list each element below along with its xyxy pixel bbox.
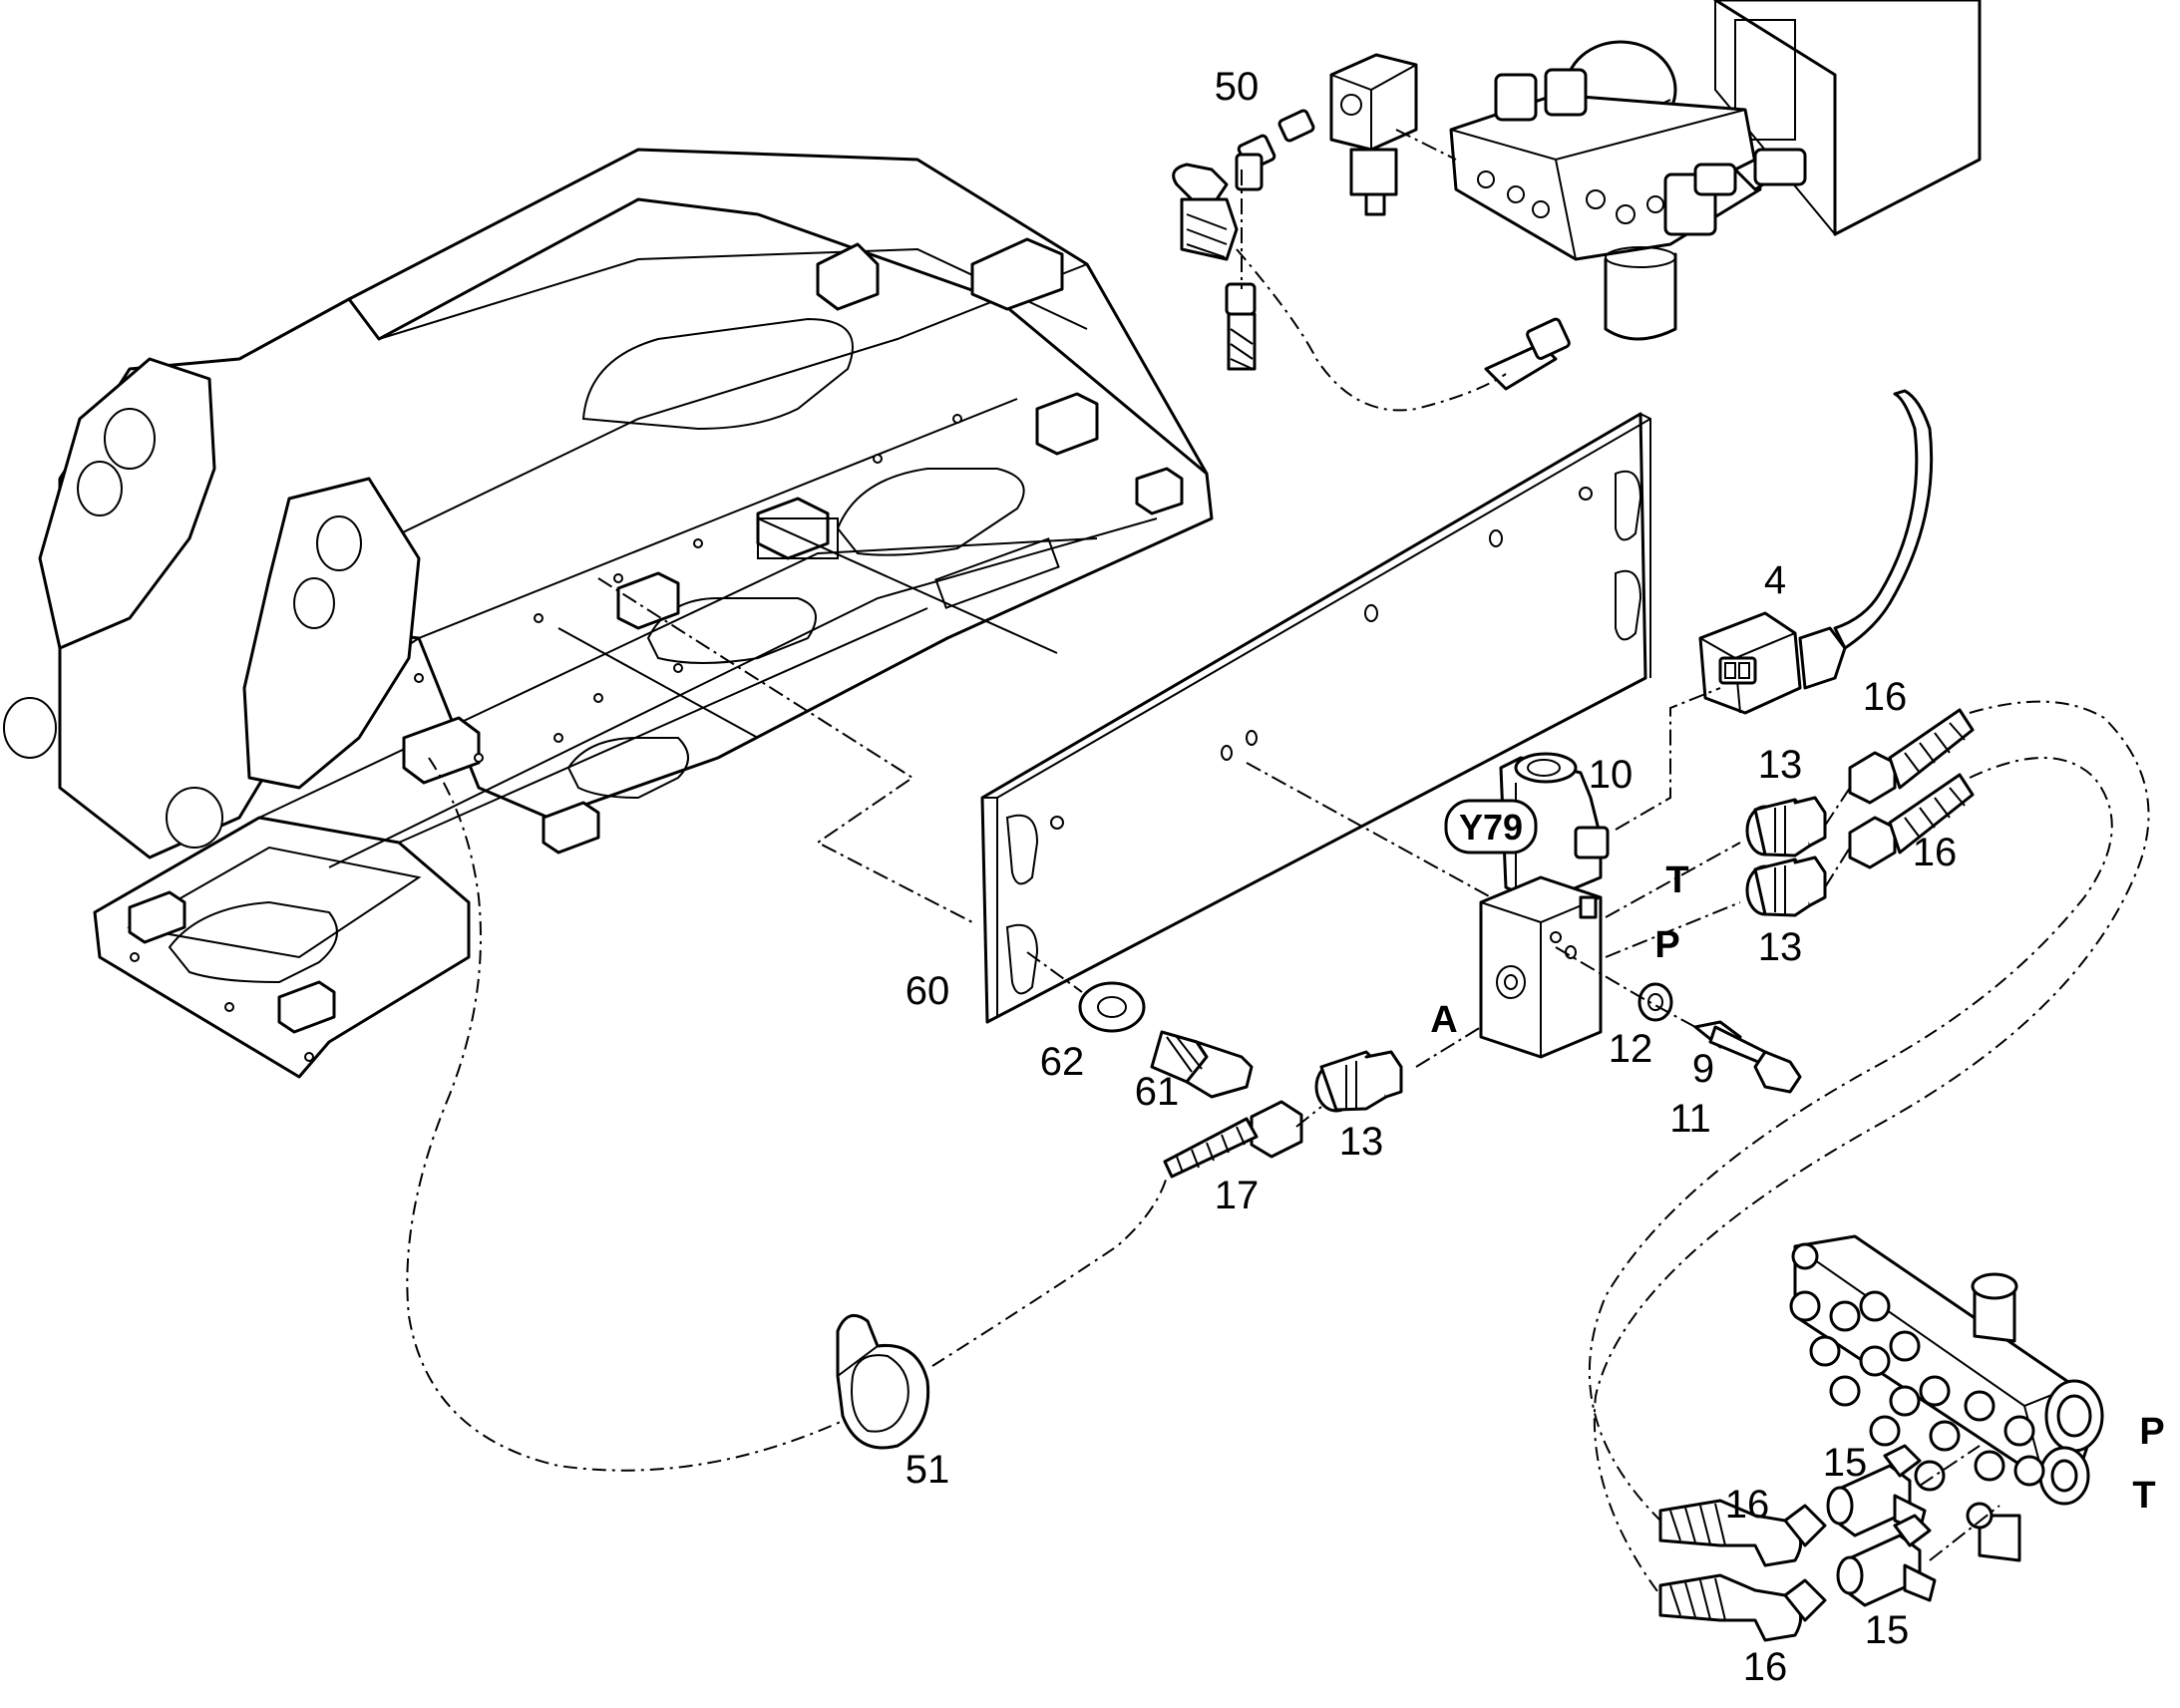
hose-loop-inner xyxy=(1588,757,2113,1522)
leader-connector xyxy=(1615,687,1721,831)
port-label-p-manifold: P xyxy=(2139,1411,2164,1453)
washer-12 xyxy=(1637,982,1673,1022)
leader-60-62 xyxy=(1026,951,1083,993)
hose-end-17 xyxy=(1163,1100,1303,1179)
port-label-t-valve: T xyxy=(1665,859,1688,901)
adapter-13-p xyxy=(1745,855,1827,917)
hose-end-16-p xyxy=(1848,773,1975,869)
mounting-plate-60 xyxy=(980,412,1651,1024)
port-label-a-valve: A xyxy=(1430,999,1457,1041)
hose-elbow-16-lower xyxy=(1658,1573,1827,1642)
hydraulic-power-unit xyxy=(1172,0,1982,391)
callout-13-p: 13 xyxy=(1758,925,1803,969)
callout-11: 11 xyxy=(1669,1097,1711,1141)
callout-16-p: 16 xyxy=(1913,831,1958,874)
adapter-13-a xyxy=(1314,1050,1403,1113)
callout-16-lower: 16 xyxy=(1743,1645,1788,1689)
tee-fitting-15-upper xyxy=(1826,1444,1927,1537)
leader-frame-plate xyxy=(597,577,973,923)
hose-path-upper xyxy=(1236,248,1507,412)
port-label-t-manifold: T xyxy=(2132,1475,2155,1517)
hose-end-16-t xyxy=(1848,708,1975,805)
callout-50: 50 xyxy=(1215,65,1260,109)
hose-route-left xyxy=(406,757,1168,1472)
leader-p xyxy=(1605,901,1741,958)
callout-16-t: 16 xyxy=(1863,675,1908,719)
leader-tee-upper xyxy=(1919,1445,1981,1487)
leader-a xyxy=(1415,1026,1482,1068)
callout-4: 4 xyxy=(1764,558,1786,602)
leader-tee-lower xyxy=(1929,1505,2000,1561)
leader-t xyxy=(1605,842,1741,918)
clamp-51 xyxy=(836,1313,930,1450)
leader-50b xyxy=(1395,129,1457,161)
callout-61: 61 xyxy=(1135,1070,1180,1114)
callout-62: 62 xyxy=(1040,1040,1085,1084)
hose-elbow-16-upper xyxy=(1658,1499,1827,1567)
callout-13-t: 13 xyxy=(1758,743,1803,787)
bolt-61 xyxy=(1150,1030,1254,1099)
callout-12: 12 xyxy=(1609,1027,1653,1071)
solenoid-valve-10 xyxy=(1479,752,1610,1059)
machine-frame xyxy=(3,148,1214,1079)
callout-16-upper: 16 xyxy=(1725,1483,1770,1527)
connector-4 xyxy=(1698,389,1934,715)
washer-62 xyxy=(1078,981,1146,1033)
leader-13-17 xyxy=(1295,1106,1322,1128)
callout-10: 10 xyxy=(1589,753,1634,797)
leader-t2 xyxy=(1824,787,1851,827)
bolt-9 xyxy=(1693,1020,1802,1094)
callout-15-lower: 15 xyxy=(1865,1608,1910,1652)
distribution-manifold xyxy=(1789,1234,2104,1562)
leader-plate-valve xyxy=(1246,762,1492,898)
leader-p2 xyxy=(1824,847,1851,888)
adapter-13-t xyxy=(1745,796,1827,857)
port-label-p-valve: P xyxy=(1654,924,1679,966)
callout-17: 17 xyxy=(1215,1174,1260,1217)
y79-tag: Y79 xyxy=(1444,799,1538,854)
callout-13-a: 13 xyxy=(1339,1120,1384,1164)
callout-15-upper: 15 xyxy=(1823,1441,1868,1485)
y79-tag-text: Y79 xyxy=(1459,807,1523,848)
callout-9: 9 xyxy=(1692,1047,1714,1091)
callout-51: 51 xyxy=(906,1448,950,1492)
leader-12 xyxy=(1555,946,1696,1028)
tee-fitting-15-lower xyxy=(1836,1514,1937,1607)
callout-60: 60 xyxy=(906,969,950,1013)
hose-loop-outer xyxy=(1593,700,2150,1596)
